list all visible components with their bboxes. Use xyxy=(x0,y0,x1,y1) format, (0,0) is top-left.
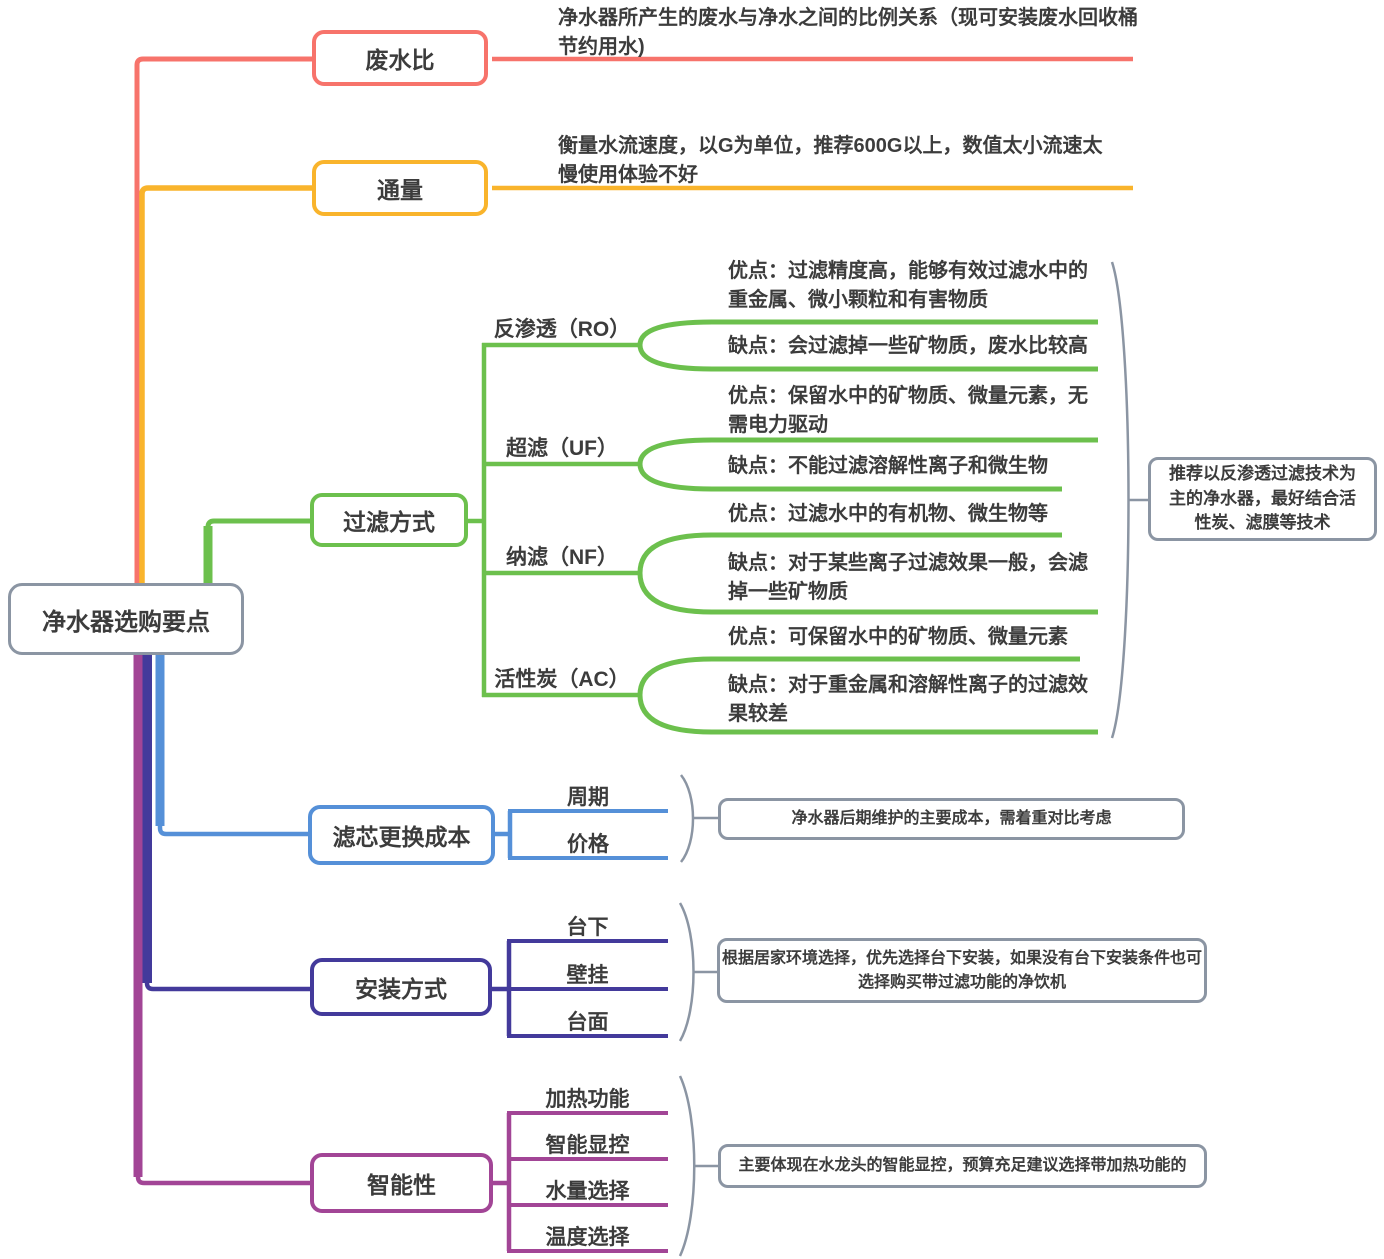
nf-pill xyxy=(637,532,1098,615)
branch-flux-node[interactable]: 通量 xyxy=(312,160,488,216)
installation-child-wallmount[interactable]: 壁挂 xyxy=(566,964,609,987)
smart-bracket xyxy=(678,1075,696,1257)
wastewater-branch-line xyxy=(134,56,312,583)
method-uf-label[interactable]: 超滤（UF） xyxy=(506,437,618,460)
filter-cost-child-cycle[interactable]: 周期 xyxy=(567,786,609,809)
nf-pros-text[interactable]: 优点：过滤水中的有机物、微生物等 xyxy=(728,503,1048,525)
installation-child-countertop[interactable]: 台面 xyxy=(566,1011,609,1034)
method-nf-label[interactable]: 纳滤（NF） xyxy=(506,546,618,569)
filter-cost-note[interactable]: 净水器后期维护的主要成本，需着重对比考虑 xyxy=(718,798,1185,840)
filter-cost-child-price[interactable]: 价格 xyxy=(567,833,609,856)
branch-smart-node[interactable]: 智能性 xyxy=(310,1153,493,1213)
filtration-summary-note[interactable]: 推荐以反渗透过滤技术为主的净水器，最好结合活性炭、滤膜等技术 xyxy=(1148,457,1377,541)
flux-branch-line xyxy=(139,185,312,583)
uf-pros-text[interactable]: 优点：保留水中的矿物质、微量元素，无需电力驱动 xyxy=(728,385,1088,436)
ac-cons-text[interactable]: 缺点：对于重金属和溶解性离子的过滤效果较差 xyxy=(728,674,1088,725)
branch-installation-node[interactable]: 安装方式 xyxy=(310,958,492,1016)
filtration-branch-line xyxy=(205,518,310,528)
branch-filter-cost-node[interactable]: 滤芯更换成本 xyxy=(308,805,495,865)
smart-child-volume[interactable]: 水量选择 xyxy=(545,1180,630,1203)
smart-child-temperature[interactable]: 温度选择 xyxy=(545,1226,630,1249)
installation-note[interactable]: 根据居家环境选择，优先选择台下安装，如果没有台下安装条件也可选择购买带过滤功能的… xyxy=(717,938,1207,1003)
smart-child-display[interactable]: 智能显控 xyxy=(545,1134,630,1157)
installation-child-undersink[interactable]: 台下 xyxy=(566,916,609,939)
ro-cons-text[interactable]: 缺点：会过滤掉一些矿物质，废水比较高 xyxy=(728,335,1088,357)
ac-pros-text[interactable]: 优点：可保留水中的矿物质、微量元素 xyxy=(728,626,1068,648)
ro-pill xyxy=(637,319,1098,372)
filtration-summary-bracket xyxy=(1110,261,1130,739)
uf-pill xyxy=(637,437,1098,492)
branch-wastewater-node[interactable]: 废水比 xyxy=(312,30,488,86)
smart-child-heating[interactable]: 加热功能 xyxy=(545,1088,630,1111)
nf-cons-text[interactable]: 缺点：对于某些离子过滤效果一般，会滤掉一些矿物质 xyxy=(728,552,1088,603)
smart-branch-line xyxy=(135,1171,310,1186)
installation-bracket xyxy=(678,902,695,1042)
method-ro-label[interactable]: 反渗透（RO） xyxy=(493,318,631,341)
wastewater-note[interactable]: 净水器所产生的废水与净水之间的比例关系（现可安装废水回收桶节约用水) xyxy=(558,7,1138,58)
method-ac-label[interactable]: 活性炭（AC） xyxy=(494,668,630,691)
filter-cost-branch-line xyxy=(157,820,312,837)
uf-cons-text[interactable]: 缺点：不能过滤溶解性离子和微生物 xyxy=(728,455,1048,477)
installation-branch-line xyxy=(144,977,310,992)
smart-note[interactable]: 主要体现在水龙头的智能显控，预算充足建议选择带加热功能的 xyxy=(718,1144,1207,1188)
filter-cost-bracket xyxy=(679,774,695,863)
branch-filtration-node[interactable]: 过滤方式 xyxy=(310,493,468,547)
ac-pill xyxy=(637,656,1098,735)
flux-note[interactable]: 衡量水流速度，以G为单位，推荐600G以上，数值太小流速太慢使用体验不好 xyxy=(558,135,1103,186)
root-node[interactable]: 净水器选购要点 xyxy=(8,583,244,655)
ro-pros-text[interactable]: 优点：过滤精度高，能够有效过滤水中的重金属、微小颗粒和有害物质 xyxy=(728,260,1088,311)
